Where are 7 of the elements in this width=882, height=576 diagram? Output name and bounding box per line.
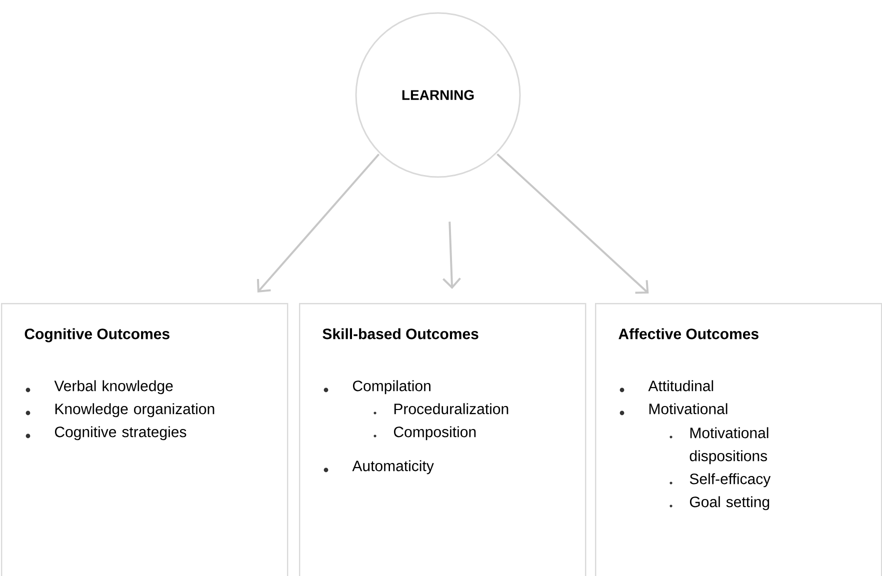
circle-node: LEARNING: [355, 12, 521, 178]
arrow: [496, 153, 649, 294]
arrow: [442, 222, 461, 290]
outcome-box: Skill-based Outcomes Compilation Proceduralization Composition Automaticity: [299, 303, 586, 576]
arrow: [256, 154, 380, 292]
outcome-box: Affective Outcomes Attitudinal Motivational Motivational dispositions Self-efficacy Goal setting: [595, 303, 882, 576]
outcome-box: Cognitive Outcomes Verbal knowledge Knowledge organization Cognitive strategies: [1, 303, 288, 576]
